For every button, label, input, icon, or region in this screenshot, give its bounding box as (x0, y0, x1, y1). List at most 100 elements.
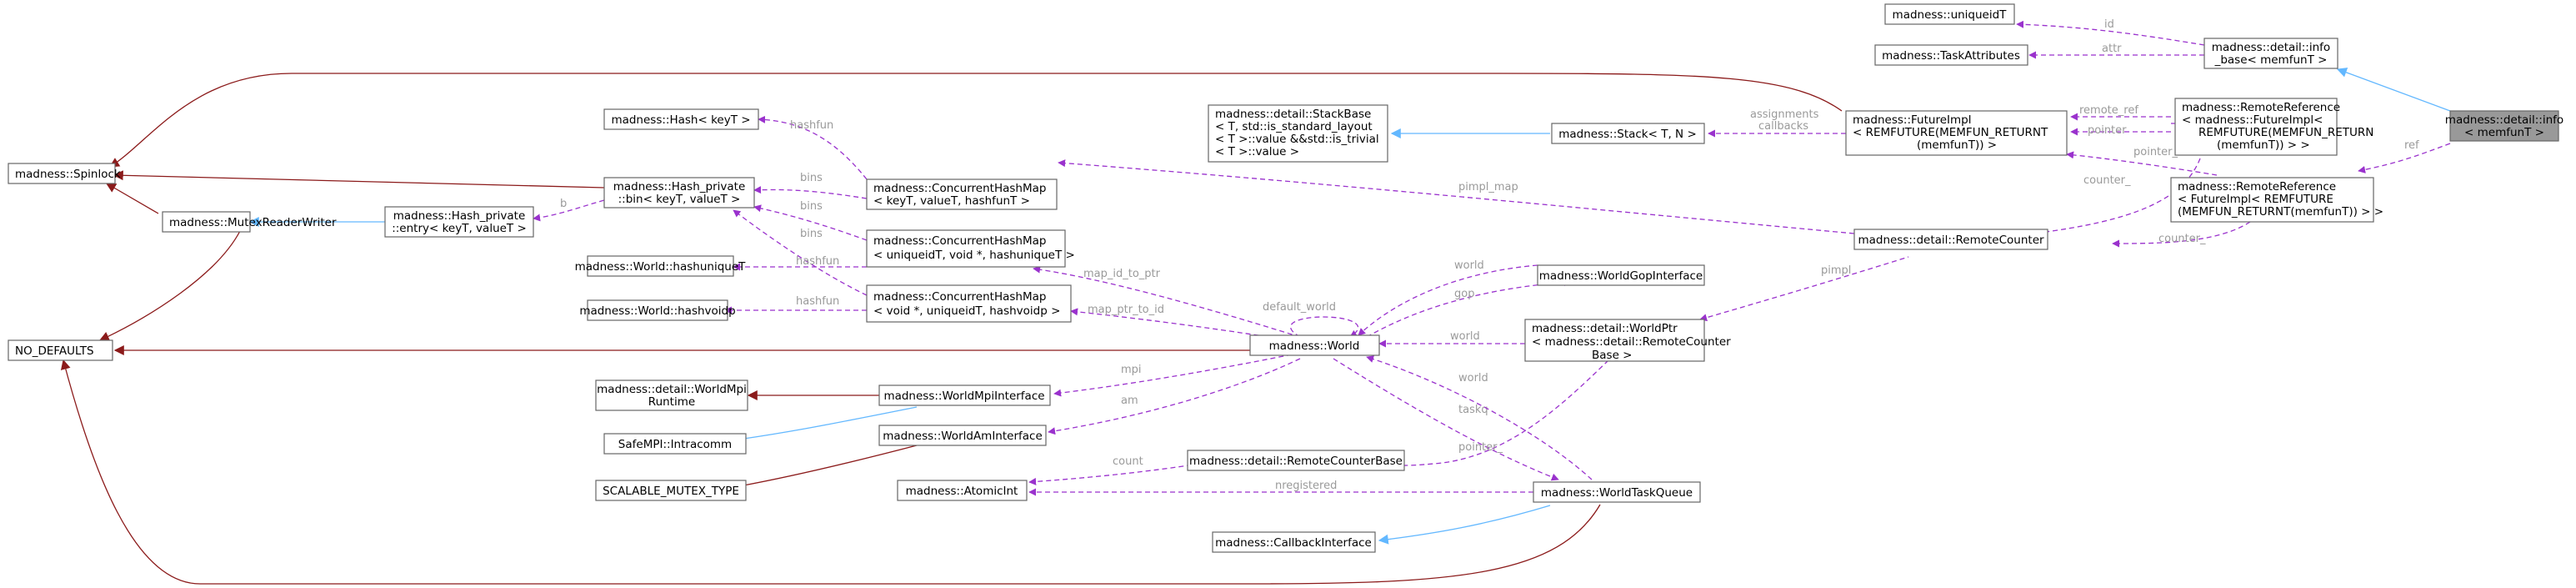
node-detail-info[interactable]: madness::detail::info< memfunT > (2445, 110, 2563, 142)
edge-label-ref: ref (2404, 139, 2419, 152)
node-hash-private-bin[interactable]: madness::Hash_private::bin< keyT, valueT… (603, 177, 755, 209)
edge-world-default-world: default_world (1263, 301, 1359, 338)
node-world-am-interface[interactable]: madness::WorldAmInterface (878, 425, 1047, 446)
node-scalable-mutex-type[interactable]: SCALABLE_MUTEX_TYPE (595, 480, 747, 501)
edge-label-taskq: taskq (1458, 404, 1488, 416)
node-world-ptr[interactable]: madness::detail::WorldPtr< madness::deta… (1524, 319, 1731, 362)
edge-label-id: id (2104, 18, 2114, 31)
edge-chm-uniqueidT-hashuniqueT: hashfun (733, 255, 867, 271)
edge-label-pimpl: pimpl (1821, 264, 1851, 277)
node-text: madness::WorldAmInterface (883, 430, 1043, 443)
node-text: madness::AtomicInt (906, 485, 1018, 498)
node-text: madness::ConcurrentHashMap< void *, uniq… (873, 290, 1060, 318)
edge-label-pointer-c: pointer_ (1458, 441, 1503, 454)
edge-mutex-no-defaults (98, 230, 241, 341)
edge-label-count: count (1113, 455, 1143, 468)
node-world-hashvoidp[interactable]: madness::World::hashvoidp (579, 299, 736, 321)
edge-bin-spinlock (113, 170, 605, 188)
node-info-base[interactable]: madness::detail::info_base< memfunT > (2203, 38, 2338, 69)
edge-label-world-c: world (1458, 372, 1488, 384)
node-text: madness::detail::WorldPtr< madness::deta… (1532, 322, 1731, 362)
node-no-defaults[interactable]: NO_DEFAULTS (8, 339, 113, 361)
node-remote-reference-remfuture[interactable]: madness::RemoteReference< FutureImpl< RE… (2170, 177, 2383, 223)
edge-label-mpi: mpi (1121, 364, 1142, 376)
node-mutex-reader-writer[interactable]: madness::MutexReaderWriter (162, 211, 337, 233)
node-text: madness::uniqueidT (1893, 8, 2008, 22)
edge-gop-world: world (1358, 259, 1538, 336)
edge-label-assignments: assignments (1750, 108, 1819, 121)
edge-label-counter-b: counter_ (2158, 233, 2206, 245)
node-text: madness::RemoteReference< madness::Futur… (2182, 101, 2373, 152)
node-stack[interactable]: madness::Stack< T, N > (1551, 123, 1705, 144)
node-stack-base[interactable]: madness::detail::StackBase< T, std::is_s… (1208, 104, 1388, 163)
edge-label-hashfun-c: hashfun (796, 295, 839, 308)
edge-focus-inherits-info-base (2336, 68, 2451, 112)
node-text: madness::FutureImpl< REMFUTURE(MEMFUN_RE… (1853, 113, 2048, 152)
node-text: madness::detail::RemoteCounter (1858, 234, 2044, 247)
node-concurrent-hash-map-voidp[interactable]: madness::ConcurrentHashMap< void *, uniq… (866, 284, 1072, 323)
edge-label-map-id-to-ptr: map_id_to_ptr (1083, 268, 1161, 280)
node-task-attributes[interactable]: madness::TaskAttributes (1874, 44, 2028, 66)
node-text: madness::World::hashuniqueT (575, 260, 747, 274)
node-atomic-int[interactable]: madness::AtomicInt (897, 480, 1028, 501)
edge-future-impl-spinlock (108, 73, 1843, 168)
edge-label-counter-a: counter_ (2083, 174, 2131, 187)
edge-chm-keyT-bin: bins (753, 172, 868, 199)
node-text: madness::Spinlock (15, 168, 121, 181)
edge-label-callbacks: callbacks (1758, 120, 1808, 133)
edge-label-bins-a: bins (800, 172, 823, 184)
edge-world-gop: gop (1366, 279, 1572, 338)
node-future-impl[interactable]: madness::FutureImpl< REMFUTURE(MEMFUN_RE… (1845, 110, 2068, 156)
edge-label-pointer-b: pointer_ (2133, 146, 2178, 158)
node-concurrent-hash-map-keyT[interactable]: madness::ConcurrentHashMap< keyT, valueT… (866, 178, 1058, 210)
node-text: madness::Hash< keyT > (611, 113, 750, 127)
node-hash[interactable]: madness::Hash< keyT > (603, 108, 759, 130)
edge-label-bins-c: bins (800, 228, 823, 240)
edge-world-chm-uniqueidT: map_id_to_ptr (1033, 265, 1301, 338)
edge-label-hashfun-b: hashfun (796, 255, 839, 268)
edge-label-hashfun-a: hashfun (790, 119, 833, 132)
edge-remote-counter-chm-keyT: pimpl_map (1058, 159, 1855, 234)
edge-taskq-atomic: nregistered (1028, 480, 1533, 496)
edge-info-base-task-attributes: attr (2028, 43, 2204, 59)
node-text: madness::WorldMpiInterface (883, 389, 1044, 403)
node-uniqueidT[interactable]: madness::uniqueidT (1884, 3, 2015, 25)
edge-world-am: am (1048, 358, 1301, 435)
node-remote-counter[interactable]: madness::detail::RemoteCounter (1853, 229, 2048, 250)
node-world-gop-interface[interactable]: madness::WorldGopInterface (1537, 264, 1705, 286)
node-world-task-queue[interactable]: madness::WorldTaskQueue (1533, 481, 1701, 503)
node-world-hashuniqueT[interactable]: madness::World::hashuniqueT (575, 255, 747, 277)
edge-chm-voidp-hashvoidp: hashfun (724, 295, 867, 314)
edge-label-world-a: world (1454, 259, 1484, 272)
node-text: madness::Stack< T, N > (1558, 128, 1697, 141)
node-remote-reference-futureimpl[interactable]: madness::RemoteReference< madness::Futur… (2174, 98, 2373, 156)
node-text: madness::detail::info_base< memfunT > (2212, 41, 2330, 67)
node-world[interactable]: madness::World (1249, 334, 1380, 356)
node-concurrent-hash-map-uniqueidT[interactable]: madness::ConcurrentHashMap< uniqueidT, v… (866, 229, 1075, 268)
edge-label-b: b (560, 198, 567, 210)
edge-label-nregistered: nregistered (1275, 480, 1337, 492)
node-world-mpi-interface[interactable]: madness::WorldMpiInterface (878, 384, 1051, 406)
node-text: madness::WorldGopInterface (1539, 269, 1703, 283)
edge-mutex-spinlock (105, 183, 159, 214)
edge-world-taskq: taskq (1333, 358, 1559, 481)
node-text: madness::RemoteReference< FutureImpl< RE… (2178, 180, 2383, 219)
edge-taskq-inherits-callback (1378, 505, 1551, 545)
node-text: madness::ConcurrentHashMap< keyT, valueT… (873, 182, 1046, 208)
edge-label-attr: attr (2102, 43, 2122, 55)
node-hash-private-entry[interactable]: madness::Hash_private::entry< keyT, valu… (384, 206, 534, 238)
edge-chm-uniqueidT-bin: bins (753, 200, 868, 241)
edge-label-remote-ref: remote_ref (2079, 104, 2138, 117)
node-remote-counter-base[interactable]: madness::detail::RemoteCounterBase (1187, 450, 1405, 471)
node-intracomm[interactable]: SafeMPI::Intracomm (603, 433, 747, 455)
edge-world-ptr-world: world (1378, 330, 1525, 348)
node-text: madness::TaskAttributes (1882, 49, 2020, 63)
edge-remote-counter-base-atomic: count (1028, 455, 1201, 485)
node-callback-interface[interactable]: madness::CallbackInterface (1212, 531, 1376, 553)
edge-taskq-world: world (1366, 355, 1593, 480)
node-spinlock[interactable]: madness::Spinlock (8, 163, 121, 184)
edge-remote-ref-1-remote-counter: counter_ (2033, 158, 2201, 237)
edge-taskq-no-defaults (60, 359, 1601, 585)
